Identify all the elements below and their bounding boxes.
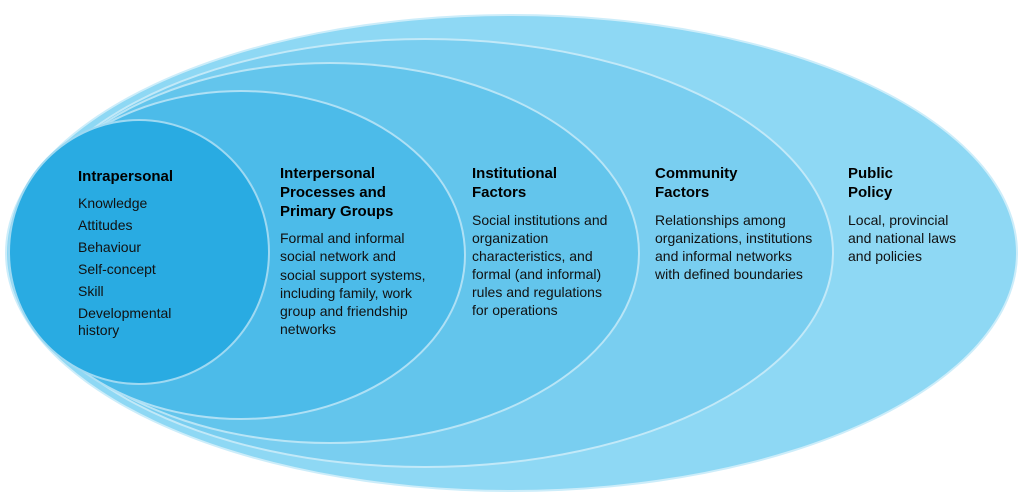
level-description: Formal and informal social network and s… (280, 230, 426, 338)
level-item: Knowledge (78, 194, 148, 211)
label-community-factors: Community Factors Relationships among or… (655, 165, 813, 283)
level-item: Self-concept (78, 260, 156, 277)
level-title: Institutional Factors (472, 165, 557, 201)
level-title: Community Factors (655, 165, 738, 201)
level-item: Attitudes (78, 216, 133, 233)
label-institutional-factors: Institutional Factors Social institution… (472, 165, 608, 320)
level-title: Interpersonal Processes and Primary Grou… (280, 165, 394, 220)
level-title: Public Policy (848, 165, 894, 201)
label-intrapersonal: Intrapersonal Knowledge Attitudes Behavi… (78, 168, 200, 344)
level-item: Behaviour (78, 238, 142, 255)
level-description: Social institutions and organization cha… (472, 211, 608, 319)
level-item: Skill (78, 283, 104, 300)
label-public-policy: Public Policy Local, provincial and nati… (848, 165, 964, 265)
level-description: Relationships among organizations, insti… (655, 211, 813, 283)
ellipse-intrapersonal (8, 119, 270, 385)
label-interpersonal: Interpersonal Processes and Primary Grou… (280, 165, 432, 338)
level-title: Intrapersonal (78, 168, 174, 185)
level-item: Developmental history (78, 305, 172, 339)
level-description: Local, provincial and national laws and … (848, 211, 957, 264)
